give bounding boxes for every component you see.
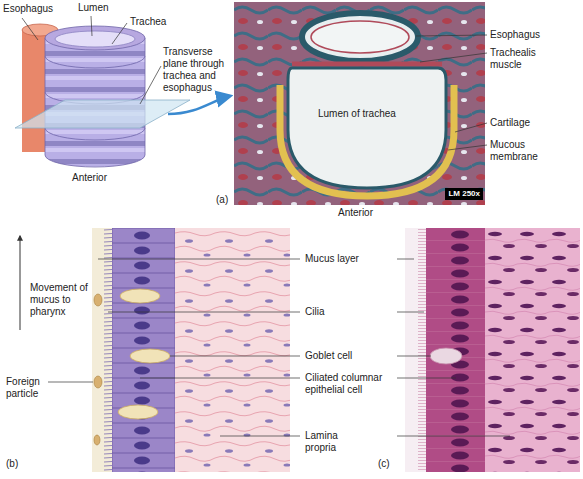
part-label: Mucous membrane (490, 139, 552, 163)
trachealis-muscle (292, 62, 442, 67)
plane-arrow (168, 96, 230, 114)
part-label: Cilia (305, 306, 324, 318)
leader-line (397, 259, 414, 260)
leader-line (140, 378, 300, 379)
goblet-cell (120, 289, 160, 303)
goblet-cell (430, 348, 462, 364)
part-label: Cartilage (490, 117, 530, 129)
leader-line (140, 66, 161, 104)
plane-label: Transverse plane through trachea and eso… (163, 46, 231, 94)
part-label: Esophagus (3, 3, 53, 15)
part-label: Trachea (130, 16, 166, 28)
cilia (418, 228, 426, 472)
trachea-lumen (55, 31, 135, 47)
part-label: Lamina propria (305, 430, 355, 454)
foreign-particle (94, 376, 102, 388)
trachea-lumen-section (288, 68, 446, 188)
leader-line (397, 312, 424, 313)
mucus-layer (92, 228, 104, 472)
leader-line (416, 35, 487, 36)
trachea-top (45, 26, 145, 50)
movement-arrow (20, 236, 21, 330)
goblet-cell (118, 405, 158, 419)
leader-line (108, 312, 300, 313)
panel-letter: (a) (216, 194, 228, 206)
leader-line (48, 382, 93, 383)
part-label: Goblet cell (305, 350, 352, 362)
orientation-label: Anterior (338, 207, 373, 219)
foreign-particle (94, 294, 102, 306)
leader-line (397, 356, 431, 357)
leader-lines (48, 259, 510, 436)
panel-letter: (b) (6, 458, 18, 470)
part-label: Esophagus (490, 29, 540, 41)
cilia (104, 228, 112, 472)
leader-line (22, 18, 38, 40)
esophagus-lumen (311, 21, 409, 53)
leader-line (420, 53, 487, 62)
foreign-particle (94, 435, 100, 445)
leader-line (98, 259, 300, 260)
arrow-label: Movement of mucus to pharynx (30, 282, 88, 318)
panel-letter: (c) (378, 458, 390, 470)
epithelial-cells (426, 228, 485, 472)
part-label: Ciliated columnar epithelial cell (305, 372, 393, 396)
orientation-label: Anterior (72, 172, 107, 184)
leader-line (220, 436, 300, 437)
lamina-propria (485, 228, 580, 472)
lamina-propria (175, 228, 290, 472)
leader-line (455, 123, 487, 132)
node-text: LM 250x (448, 189, 480, 199)
leader-line (448, 145, 487, 150)
leader-line (397, 436, 510, 437)
epithelium-micrograph (405, 228, 580, 472)
leader-line (91, 16, 92, 36)
region-label: Lumen of trachea (318, 108, 396, 120)
magnification-tag: LM 250x (445, 188, 483, 200)
epithelial-cells (112, 228, 175, 472)
part-label: Trachealis muscle (490, 47, 552, 71)
part-label: Foreign particle (6, 376, 48, 400)
leader-line (112, 23, 127, 44)
trachea-micrograph (234, 2, 485, 205)
goblet-cell (130, 349, 170, 363)
esophagus-section (302, 13, 418, 61)
leader-line (397, 378, 456, 379)
transverse-plane (15, 100, 190, 128)
part-label: Lumen (78, 2, 109, 14)
leader-lines (22, 16, 487, 150)
part-label: Mucus layer (305, 253, 359, 265)
leader-line (170, 356, 300, 357)
